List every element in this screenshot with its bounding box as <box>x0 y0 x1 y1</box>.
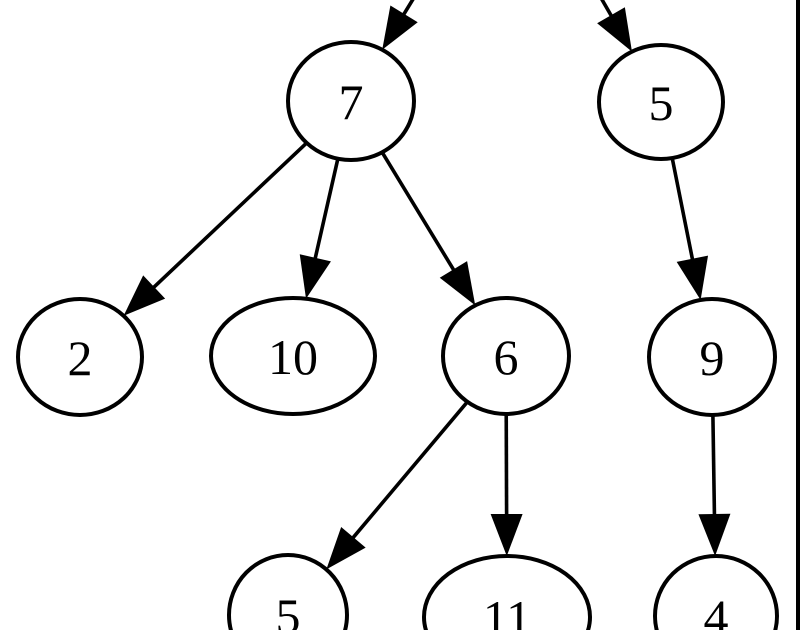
edge-line <box>313 158 340 261</box>
arrowhead-icon <box>439 261 476 306</box>
node-10: 10 <box>209 296 377 416</box>
edge-9-to-4 <box>698 414 731 557</box>
node-2: 2 <box>16 297 144 417</box>
node-2-label: 2 <box>68 330 93 386</box>
edge-line <box>711 414 717 517</box>
node-6-label: 6 <box>494 329 519 385</box>
edge-7-to-10 <box>299 158 340 299</box>
node-7-shape <box>286 40 416 162</box>
arrowhead-icon <box>123 275 166 316</box>
node-9-shape <box>647 297 777 417</box>
node-10-shape <box>209 296 377 416</box>
node-4-shape <box>653 554 779 630</box>
right-border-line <box>796 0 800 630</box>
edge-line <box>600 0 614 18</box>
node-5-top-shape <box>597 43 725 161</box>
node-7-label: 7 <box>339 74 364 130</box>
arrowhead-icon <box>382 5 418 50</box>
edge-6-to-11 <box>490 413 523 557</box>
arrowhead-icon <box>698 513 731 557</box>
edge-6-to-5-bottom <box>326 400 469 570</box>
node-2-shape <box>16 297 144 417</box>
edge-line <box>350 400 469 540</box>
node-5-bottom-shape <box>227 553 349 630</box>
node-6-shape <box>441 296 571 416</box>
node-11-label: 11 <box>483 590 531 630</box>
edge-root-offscreen-to-7 <box>382 0 418 50</box>
arrowhead-icon <box>490 513 523 557</box>
node-9-label: 9 <box>700 330 725 386</box>
node-5-top-label: 5 <box>649 75 674 131</box>
node-7: 7 <box>286 40 416 162</box>
arrowhead-icon <box>597 7 632 52</box>
node-10-label: 10 <box>268 329 318 385</box>
arrowhead-icon <box>676 255 709 300</box>
arrowhead-icon <box>326 526 366 570</box>
node-4: 4 <box>653 554 779 630</box>
node-9: 9 <box>647 297 777 417</box>
edge-line <box>670 157 695 262</box>
edge-7-to-2 <box>123 141 308 316</box>
edge-5-top-to-9 <box>670 157 709 300</box>
node-11-shape <box>422 554 592 630</box>
edge-root-offscreen-to-5-top <box>597 0 632 52</box>
edge-7-to-6 <box>380 151 476 306</box>
node-11: 11 <box>422 554 592 630</box>
node-6: 6 <box>441 296 571 416</box>
node-5-bottom: 5 <box>227 553 349 630</box>
node-5-top: 5 <box>597 43 725 161</box>
node-4-label: 4 <box>704 589 729 630</box>
arrowhead-icon <box>299 254 331 299</box>
edge-line <box>401 0 415 17</box>
node-5-bottom-label: 5 <box>276 588 301 630</box>
edge-line <box>380 151 456 273</box>
edge-line <box>151 141 308 290</box>
